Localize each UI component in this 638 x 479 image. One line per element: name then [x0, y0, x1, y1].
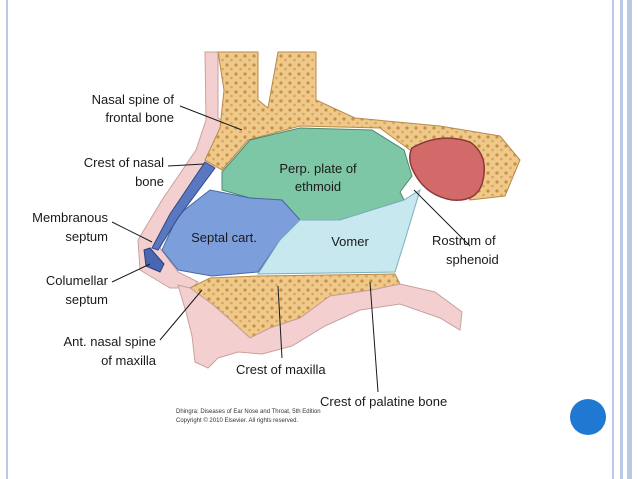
label-columellar-septum: septum — [65, 292, 108, 307]
vomer — [257, 188, 421, 275]
slide-border-right — [627, 0, 632, 479]
credit-line: Dhingra: Diseases of Ear Nose and Throat… — [176, 409, 321, 415]
leader-lines — [111, 105, 471, 393]
region-label-vomer: Vomer — [331, 234, 369, 249]
palate-soft-tissue — [177, 283, 463, 369]
sphenoid-sinus — [409, 137, 485, 201]
label-crest-nasal-bone: Crest of nasal — [84, 155, 164, 170]
accent-circle — [570, 399, 606, 435]
region-label-perp-plate: ethmoid — [295, 179, 341, 194]
label-nasal-spine-frontal: Nasal spine of — [92, 92, 175, 107]
label-rostrum-sphenoid: sphenoid — [446, 252, 499, 267]
label-nasal-spine-frontal: frontal bone — [105, 110, 174, 125]
label-membranous-septum: Membranous — [32, 210, 108, 225]
label-ant-nasal-spine: Ant. nasal spine — [63, 334, 156, 349]
nasal-bone-edge — [151, 161, 216, 251]
label-ant-nasal-spine: of maxilla — [101, 353, 157, 368]
label-membranous-septum: septum — [65, 229, 108, 244]
credit-line: Copyright © 2010 Elsevier. All rights re… — [176, 417, 298, 424]
region-label-perp-plate: Perp. plate of — [279, 161, 357, 176]
slide-border-right — [620, 0, 623, 479]
label-columellar-septum: Columellar — [46, 273, 109, 288]
slide-border-left — [6, 0, 8, 479]
slide-border-right — [612, 0, 614, 479]
label-crest-palatine: Crest of palatine bone — [320, 394, 447, 409]
columellar-septum — [143, 247, 165, 273]
region-label-septal-cart: Septal cart. — [191, 230, 257, 245]
label-crest-nasal-bone: bone — [135, 174, 164, 189]
label-crest-maxilla: Crest of maxilla — [236, 362, 326, 377]
label-rostrum-sphenoid: Rostrum of — [432, 233, 496, 248]
